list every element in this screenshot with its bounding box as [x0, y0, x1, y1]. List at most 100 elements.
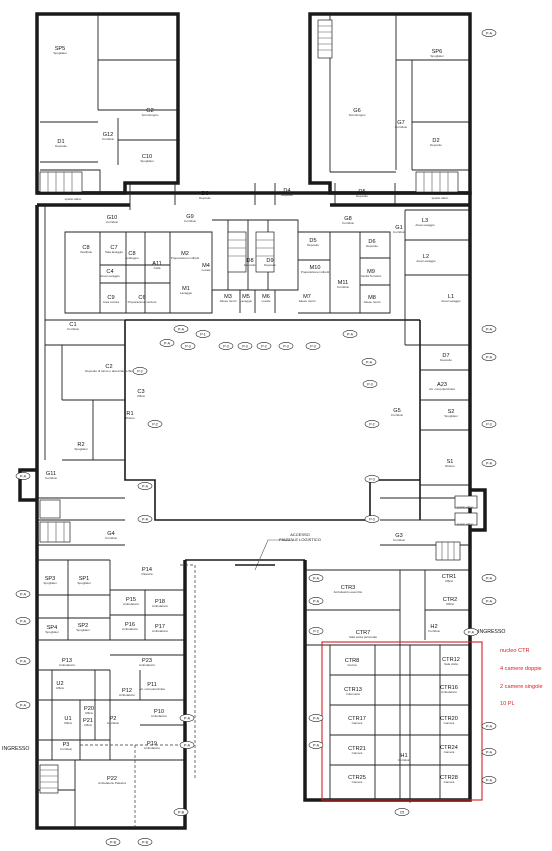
section-tag: P-1 [195, 330, 211, 338]
tag-label: P-3 [367, 382, 373, 386]
room-code: CTR20 [440, 716, 458, 722]
tag-outline [481, 574, 497, 582]
room-code: P10 [154, 709, 164, 715]
room-code: G8 [344, 216, 351, 222]
room-code: M7 [303, 294, 311, 300]
tag-outline [361, 358, 377, 366]
room-code: P2 [110, 716, 117, 722]
room-code: G11 [46, 471, 56, 477]
outer-walls [18, 12, 487, 830]
section-tag: P-3 [237, 342, 253, 350]
room-code: M11 [338, 280, 348, 286]
section-tag: P-3 [362, 380, 378, 388]
room-name: Cella [154, 266, 161, 270]
room-code: R1 [126, 411, 133, 417]
room-name: Palestra [141, 572, 152, 576]
room-code: H2 [430, 624, 437, 630]
room-name: Spogliatoi [430, 54, 444, 58]
section-tag: P-A [173, 325, 189, 333]
room-code: D9 [266, 258, 273, 264]
tag-label: P-2 [261, 344, 267, 348]
section-tag: P-A [308, 714, 324, 722]
room-code: CTR7 [356, 630, 371, 636]
room-code: C7 [110, 245, 117, 251]
room-name: Camera [352, 751, 363, 755]
tag-outline [394, 808, 410, 816]
tag-outline [342, 330, 358, 338]
room-code: M6 [262, 294, 270, 300]
tag-outline [481, 353, 497, 361]
room-name: Ufficio [85, 711, 94, 715]
room-name: Ambulatorio [441, 690, 457, 694]
tag-label: P-A [313, 716, 320, 720]
room-code: M2 [181, 251, 189, 257]
room-name: Corridoio [337, 285, 350, 289]
room-name: Corridoio [391, 413, 404, 417]
room-name: Uscita Terrazze [361, 274, 382, 278]
tag-label: P-A [486, 327, 493, 331]
room-name: Ufficio [137, 394, 146, 398]
tag-outline [179, 741, 195, 749]
room-name: Spogliatoi [140, 159, 154, 163]
room-code: G3 [395, 533, 402, 539]
ctr-highlight-box [321, 641, 483, 801]
section-tag: P-A [481, 722, 497, 730]
tag-outline [15, 657, 31, 665]
section-tag: P-A [481, 29, 497, 37]
room-code: D5 [309, 238, 316, 244]
tag-label: P-A [20, 659, 27, 663]
room-name: Area cottura [103, 300, 120, 304]
aux-label: spazio attivo [65, 197, 82, 201]
tag-label: P-3 [242, 344, 248, 348]
section-tag: P-A [481, 574, 497, 582]
tag-outline [481, 748, 497, 756]
section-tag: P-A [481, 459, 497, 467]
tag-outline [364, 475, 380, 483]
tag-label: P-3 [185, 344, 191, 348]
tag-outline [15, 701, 31, 709]
room-name: Attese rientri [364, 300, 381, 304]
room-name: Area Lavaggio [416, 259, 436, 263]
room-code: CTR12 [442, 657, 460, 663]
room-name: Corridoio [107, 721, 120, 725]
tag-outline [362, 380, 378, 388]
tag-label: P-A [184, 743, 191, 747]
room-code: P19 [147, 741, 157, 747]
room-name: Antibagno [125, 256, 139, 260]
tag-outline [137, 838, 153, 846]
room-name: Ambulatorio [151, 714, 167, 718]
room-name: Corridoio [45, 476, 58, 480]
room-name: Ufficio [56, 686, 65, 690]
room-code: P21 [83, 718, 93, 724]
tag-label: P-3 [223, 344, 229, 348]
room-code: M5 [242, 294, 250, 300]
tag-outline [173, 325, 189, 333]
room-name: Camera [444, 721, 455, 725]
room-name: Att. computerizzata [139, 687, 165, 691]
room-name: Corridoio [60, 747, 73, 751]
entrance-right: INGRESSO [478, 629, 505, 635]
tag-label: P-A [313, 743, 320, 747]
room-name: Corridoio [102, 137, 115, 141]
